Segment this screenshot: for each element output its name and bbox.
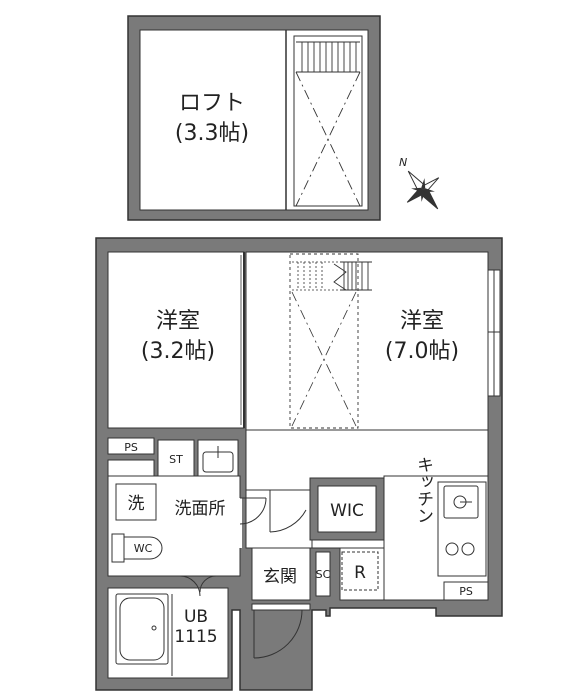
western-right-name: 洋室 (400, 309, 444, 334)
kitchen-counter (437, 481, 487, 577)
entrance-floor (245, 489, 313, 549)
compass-north-label: N (399, 156, 407, 169)
western-left-size: (3.2帖) (141, 339, 215, 364)
storage-box (157, 439, 195, 477)
washer-label: 洗 (128, 494, 145, 514)
main-floor: PS ST 洗 洗面所 WC (95, 237, 503, 691)
bath-name: UB (184, 607, 208, 627)
shoe-closet-label: SC (316, 568, 331, 581)
entrance-door (251, 603, 311, 659)
ps-bottom-box (443, 581, 489, 601)
ps-top-box (107, 437, 155, 455)
lower-hall (311, 539, 385, 549)
wic-label: WIC (330, 501, 364, 521)
wash-basin-icon (197, 439, 239, 477)
ladder-icon (289, 253, 372, 429)
shoe-closet-box (315, 551, 331, 597)
loft-ladder-steps (296, 41, 360, 73)
loft-name: ロフト (179, 91, 245, 116)
washer-box (115, 483, 157, 521)
entrance-area (251, 547, 311, 601)
stove-icon (445, 542, 475, 556)
window-right (487, 269, 501, 397)
ps-top-label: PS (124, 441, 138, 454)
ps-bottom-label: PS (459, 585, 473, 598)
hall-door (269, 490, 307, 533)
loft-area: ロフト (3.3帖) (127, 15, 381, 221)
western-right-room (245, 251, 489, 431)
washroom-label: 洗面所 (175, 499, 226, 519)
bath-size: 1115 (174, 627, 217, 647)
storage-label: ST (169, 453, 183, 466)
refrigerator-box (341, 551, 379, 591)
kitchen-label: キッチン (413, 456, 433, 524)
toilet-label: WC (134, 542, 153, 555)
western-left-name: 洋室 (156, 309, 200, 334)
loft-size: (3.3帖) (175, 121, 249, 146)
loft-ladder-opening (293, 35, 363, 207)
western-right-size: (7.0帖) (385, 339, 459, 364)
toilet-icon: WC (111, 533, 163, 563)
wic-room: WIC (309, 477, 385, 541)
bath-door (179, 575, 217, 597)
refrigerator-label: R (354, 563, 366, 583)
washroom-door (238, 497, 267, 548)
entrance-label: 玄関 (263, 567, 297, 587)
bathtub-icon (115, 593, 169, 665)
western-left-room (107, 251, 245, 429)
compass-icon: N (399, 156, 440, 210)
loft-opening-cross (295, 71, 361, 207)
